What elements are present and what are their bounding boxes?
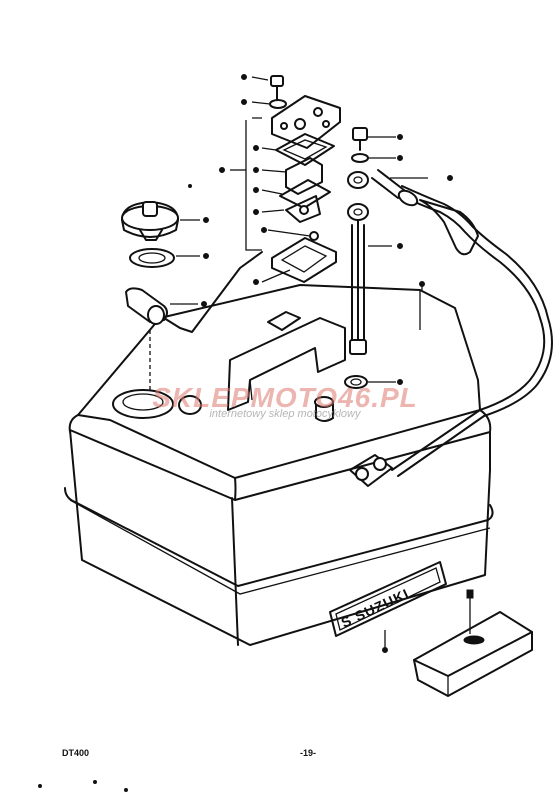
fuel-tank-icon bbox=[64, 284, 494, 646]
fuel-line-icon bbox=[371, 169, 553, 477]
bolt-icon bbox=[347, 127, 396, 355]
bolt-icon bbox=[270, 75, 284, 101]
washer-icon bbox=[344, 375, 396, 389]
fuel-cock-icon bbox=[230, 75, 341, 283]
filler-cap-icon bbox=[121, 201, 200, 268]
page-number: -19- bbox=[300, 748, 317, 758]
washer-icon bbox=[269, 99, 287, 109]
callout-markers bbox=[188, 74, 473, 653]
scan-specks bbox=[38, 780, 128, 792]
emblem-icon: S SUZUKI bbox=[329, 561, 447, 648]
float-icon bbox=[125, 251, 263, 390]
tool-bag-icon bbox=[413, 589, 533, 697]
model-label: DT400 bbox=[62, 748, 90, 758]
